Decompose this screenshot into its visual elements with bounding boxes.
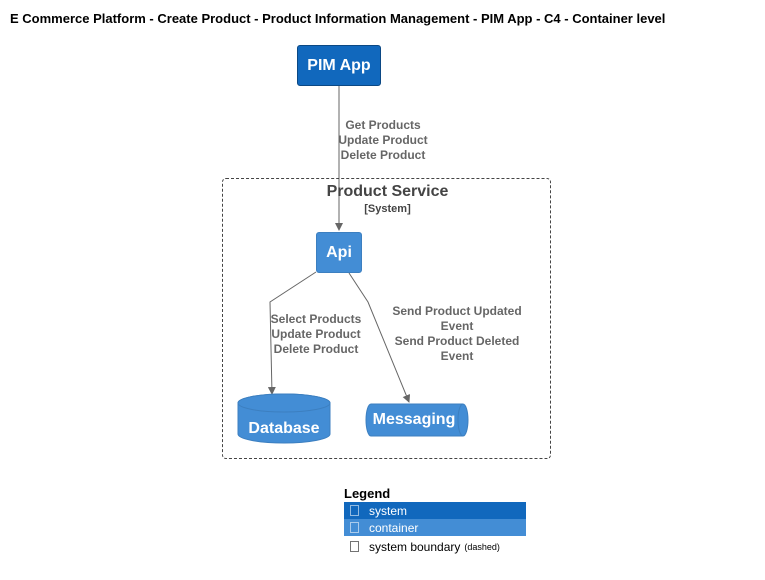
boundary-type: [System] xyxy=(364,203,411,215)
legend-item-label: system xyxy=(369,503,408,518)
legend-item-container: container xyxy=(344,519,526,536)
pim-app-label: PIM App xyxy=(307,56,371,74)
legend-item-system: system xyxy=(344,502,526,519)
edge-label-line: Update Product xyxy=(271,327,361,341)
boundary-name: Product Service xyxy=(326,183,449,200)
legend-item-label: container xyxy=(369,520,419,535)
edge-label-line: Delete Product xyxy=(340,148,426,162)
api-label: Api xyxy=(326,243,352,261)
legend-swatch-icon xyxy=(350,505,359,516)
edge-label-api-to-database: Select Products Update Product Delete Pr… xyxy=(262,312,370,357)
edge-api-to-messaging xyxy=(348,272,411,403)
legend-swatch-icon xyxy=(350,522,359,533)
edge-label-line: Get Products xyxy=(345,118,421,132)
edge-label-line: Update Product xyxy=(338,133,428,147)
edge-label-line: Event xyxy=(440,319,474,333)
edge-label-api-to-messaging: Send Product Updated Event Send Product … xyxy=(387,304,527,364)
pim-app-node[interactable]: PIM App xyxy=(297,45,381,86)
messaging-label: Messaging xyxy=(372,411,456,428)
edge-label-line: Event xyxy=(440,349,474,363)
edge-label-line: Delete Product xyxy=(273,342,359,356)
legend-item-note: (dashed) xyxy=(464,541,500,552)
edge-api-to-database xyxy=(267,271,317,395)
system-boundary-product-service: Product Service [System] xyxy=(222,178,551,459)
diagram-title: E Commerce Platform - Create Product - P… xyxy=(10,11,666,26)
database-node[interactable]: Database xyxy=(238,414,330,444)
messaging-node[interactable]: Messaging xyxy=(366,404,462,436)
edge-label-line: Send Product Updated xyxy=(392,304,522,318)
legend-swatch-icon xyxy=(350,541,359,552)
edge-label-line: Send Product Deleted xyxy=(394,334,520,348)
edge-label-line: Select Products xyxy=(270,312,362,326)
legend-item-system-boundary: system boundary (dashed) xyxy=(344,538,526,555)
legend-title: Legend xyxy=(344,486,391,501)
database-label: Database xyxy=(248,420,320,437)
legend-item-label: system boundary xyxy=(369,539,461,554)
edge-label-pim-to-api: Get Products Update Product Delete Produ… xyxy=(328,118,438,163)
api-node[interactable]: Api xyxy=(316,232,362,273)
